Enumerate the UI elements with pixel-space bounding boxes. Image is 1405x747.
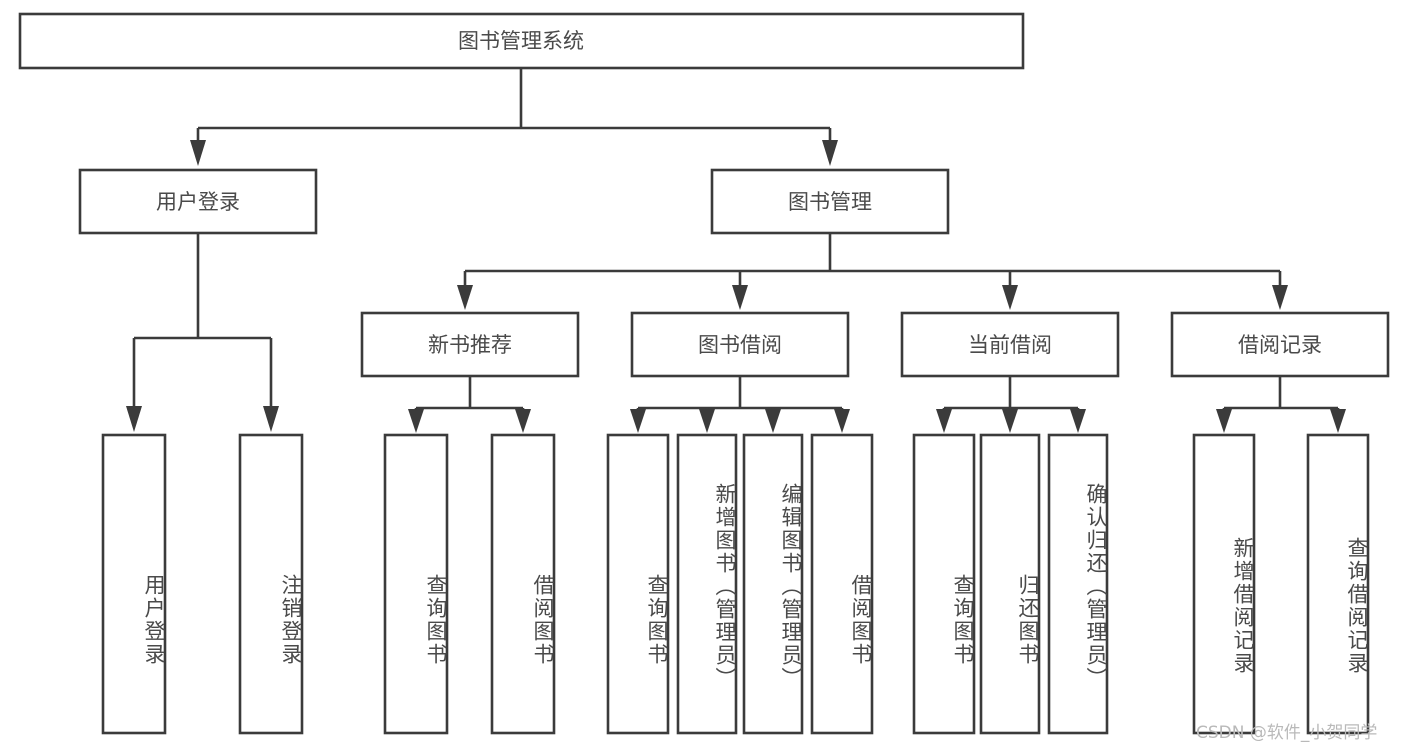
connector-user-login-bus	[126, 233, 279, 432]
arrow-to-leaf-query-record	[1330, 409, 1346, 433]
connector-borrow-record-bus	[1216, 376, 1346, 433]
new-book-recommend-box[interactable]	[360, 311, 580, 378]
arrow-to-leaf-query-book-2	[630, 409, 646, 433]
leaf-box-user-logout[interactable]	[238, 433, 304, 735]
arrow-to-leaf-borrow-book-1	[515, 409, 531, 433]
arrow-to-leaf-user-login	[126, 406, 142, 432]
leaf-box-borrow-book-2[interactable]	[810, 433, 874, 735]
leaf-box-query-book-1[interactable]	[383, 433, 449, 735]
user-login-box[interactable]	[78, 168, 318, 235]
leaf-box-user-login[interactable]	[101, 433, 167, 735]
connector-book-borrow-bus	[630, 376, 850, 433]
book-borrow-label: 图书借阅	[698, 333, 782, 357]
current-borrow-label: 当前借阅	[968, 333, 1052, 357]
node-new-book-recommend[interactable]: 新书推荐	[360, 311, 580, 378]
arrow-to-book-management	[822, 140, 838, 166]
arrow-to-leaf-borrow-book-2	[834, 409, 850, 433]
arrow-to-leaf-confirm-return	[1070, 409, 1086, 433]
connector-book-management-bus	[457, 233, 1288, 310]
arrow-to-leaf-edit-book	[765, 409, 781, 433]
root-label: 图书管理系统	[458, 29, 584, 53]
node-book-borrow[interactable]: 图书借阅	[630, 311, 850, 378]
node-root[interactable]: 图书管理系统	[18, 12, 1025, 70]
leaf-box-confirm-return[interactable]	[1047, 433, 1109, 735]
borrow-record-label: 借阅记录	[1238, 333, 1322, 357]
arrow-to-current-borrow	[1002, 285, 1018, 310]
node-current-borrow[interactable]: 当前借阅	[900, 311, 1120, 378]
connector-new-book-recommend-bus	[408, 376, 531, 433]
connector-current-borrow-bus	[936, 376, 1086, 433]
leaf-box-borrow-book-1[interactable]	[490, 433, 556, 735]
arrow-to-new-book-recommend	[457, 285, 473, 310]
connector-root-bus	[190, 68, 838, 166]
leaf-box-add-record[interactable]	[1192, 433, 1256, 735]
book-management-label: 图书管理	[788, 190, 872, 214]
arrow-to-leaf-query-book-1	[408, 409, 424, 433]
leaf-box-edit-book[interactable]	[742, 433, 804, 735]
arrow-to-leaf-return-book	[1002, 409, 1018, 433]
current-borrow-box[interactable]	[900, 311, 1120, 378]
leaf-box-query-record[interactable]	[1306, 433, 1370, 735]
arrow-to-book-borrow	[732, 285, 748, 310]
user-login-label: 用户登录	[156, 190, 240, 214]
leaf-box-add-book[interactable]	[676, 433, 738, 735]
node-borrow-record[interactable]: 借阅记录	[1170, 311, 1390, 378]
node-book-management[interactable]: 图书管理	[710, 168, 950, 235]
arrow-to-leaf-add-record	[1216, 409, 1232, 433]
root-box[interactable]	[18, 12, 1025, 70]
node-user-login[interactable]: 用户登录	[78, 168, 318, 235]
new-book-recommend-label: 新书推荐	[428, 333, 512, 357]
leaf-box-query-book-3[interactable]	[912, 433, 976, 735]
arrow-to-user-login	[190, 140, 206, 166]
arrow-to-leaf-user-logout	[263, 406, 279, 432]
arrow-to-leaf-query-book-3	[936, 409, 952, 433]
csdn-watermark: CSDN @软件_小贺同学	[1196, 723, 1378, 743]
arrow-to-borrow-record	[1272, 285, 1288, 310]
leaf-box-query-book-2[interactable]	[606, 433, 670, 735]
arrow-to-leaf-add-book	[699, 409, 715, 433]
leaf-box-return-book[interactable]	[979, 433, 1041, 735]
